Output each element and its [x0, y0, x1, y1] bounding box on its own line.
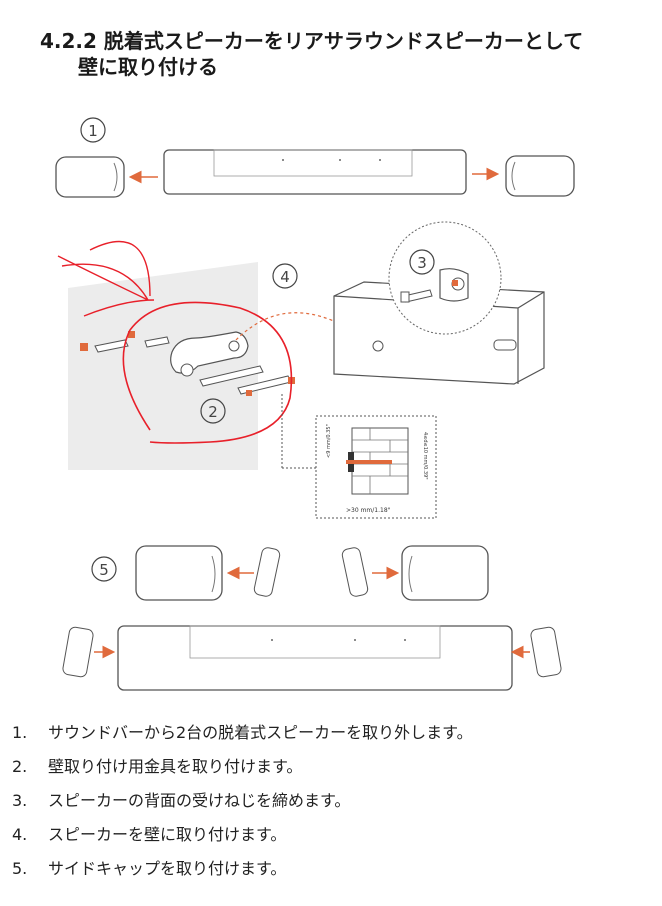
side-cap-4	[530, 626, 562, 678]
callout-5-label: 5	[99, 561, 109, 579]
dim-depth: >30 mm/1.18"	[346, 507, 391, 514]
wall-panel	[68, 262, 258, 470]
callout-1-label: 1	[88, 122, 98, 140]
installation-diagram: 1 2 4	[55, 117, 575, 691]
soundbar	[163, 149, 467, 195]
step-text: スピーカーの背面の受けねじを締めます。	[48, 791, 351, 810]
side-cap-1	[253, 547, 281, 597]
step-number: 1.	[12, 723, 28, 742]
step-number: 5.	[12, 859, 28, 878]
callout-4-circle	[272, 263, 298, 289]
callout-2-label: 2	[208, 403, 218, 421]
dimension-detail: <9 mm/0.35" 4≤d≤10 mm/0.39" >30 mm/1.18"	[281, 394, 437, 519]
screw-1	[94, 339, 129, 353]
side-cap-2	[341, 547, 369, 597]
step3-illustration: 3	[333, 221, 545, 385]
step-text: スピーカーを壁に取り付けます。	[48, 825, 287, 844]
callout-3-label: 3	[417, 254, 427, 272]
step5-illustration: 5	[62, 545, 562, 691]
step-number: 3.	[12, 791, 28, 810]
red-scribble	[57, 240, 155, 317]
speaker-left-cap	[135, 545, 223, 601]
step-text: サイドキャップを取り付けます。	[48, 859, 287, 878]
red-circle-annotation	[122, 301, 293, 444]
step-text: 壁取り付け用金具を取り付けます。	[48, 757, 303, 776]
callout-2-circle	[200, 398, 226, 424]
wall-anchor-1	[80, 343, 88, 351]
speaker-right-cap	[401, 545, 489, 601]
left-speaker	[55, 156, 125, 198]
step-text: サウンドバーから2台の脱着式スピーカーを取り外します。	[48, 723, 473, 742]
screw-2	[144, 336, 170, 348]
dim-height-right: 4≤d≤10 mm/0.39"	[422, 432, 428, 480]
callout-5-circle	[91, 556, 117, 582]
callout-3-circle	[409, 249, 435, 275]
heading-line-1: 4.2.2 脱着式スピーカーをリアサラウンドスピーカーとして	[40, 29, 584, 53]
callout-1-circle	[80, 117, 106, 143]
step1-illustration: 1	[55, 117, 575, 198]
dim-height-left: <9 mm/0.35"	[326, 424, 332, 458]
right-speaker	[505, 155, 575, 197]
step-number: 4.	[12, 825, 28, 844]
heading-line-2: 壁に取り付ける	[78, 55, 218, 79]
step-number: 2.	[12, 757, 28, 776]
callout-4-label: 4	[280, 268, 290, 286]
step2-illustration: 2	[57, 240, 295, 470]
side-cap-3	[62, 626, 94, 678]
wall-bracket	[170, 331, 249, 374]
screw-3	[199, 365, 264, 387]
